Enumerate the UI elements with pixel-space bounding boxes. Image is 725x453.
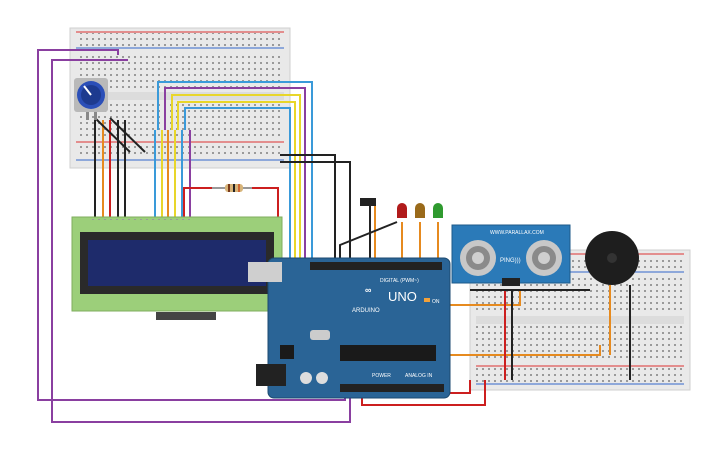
power-label: POWER — [372, 373, 391, 379]
on-led — [424, 298, 430, 302]
analog-label: ANALOG IN — [405, 373, 433, 379]
sensor-brand: WWW.PARALLAX.COM — [490, 230, 544, 236]
digital-header[interactable] — [310, 262, 442, 270]
transistor[interactable] — [360, 198, 376, 206]
piezo-buzzer[interactable] — [585, 231, 639, 285]
power-analog-header[interactable] — [340, 384, 444, 392]
led-green[interactable] — [433, 203, 443, 218]
led-orange[interactable] — [415, 203, 425, 218]
potentiometer[interactable] — [74, 78, 108, 120]
atmega-chip — [340, 345, 436, 361]
board-maker: ARDUINO — [352, 308, 380, 314]
resistor[interactable] — [212, 184, 252, 192]
dc-jack[interactable] — [256, 364, 286, 386]
arduino-uno[interactable]: ∞ UNO ARDUINO DIGITAL (PWM~) POWER ANALO… — [248, 257, 451, 399]
sensor-name: PING))) — [500, 258, 521, 264]
lcd-screen — [88, 240, 266, 286]
arduino-logo-text: ∞ — [365, 285, 372, 295]
lcd-16x2[interactable] — [71, 216, 283, 320]
on-label: ON — [432, 299, 440, 305]
ultrasonic-sensor[interactable]: WWW.PARALLAX.COM PING))) — [451, 224, 571, 286]
led-red[interactable] — [397, 203, 407, 218]
board-brand: UNO — [388, 289, 417, 304]
usb-port[interactable] — [248, 262, 282, 282]
digital-label: DIGITAL (PWM~) — [380, 278, 419, 284]
